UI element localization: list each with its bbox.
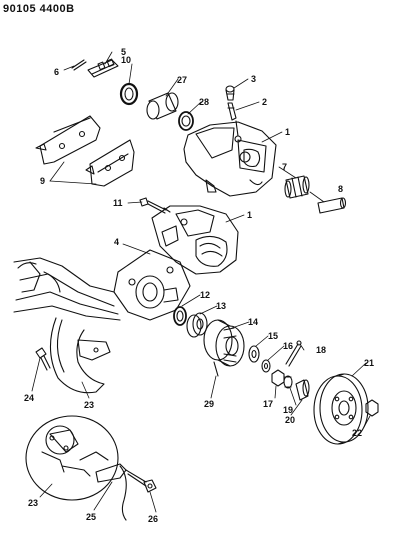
callout-11: 11 (113, 198, 123, 208)
callout-4: 4 (114, 237, 119, 247)
callout-16: 16 (283, 341, 293, 351)
part-14-hub (203, 319, 245, 377)
part-18-cotter (285, 340, 302, 367)
part-24-bolt (35, 347, 51, 371)
part-23-shield (49, 317, 111, 394)
callout-5: 5 (121, 47, 126, 57)
part-26-clip (143, 479, 157, 493)
part-25-cable (95, 463, 147, 521)
part-8-pin (317, 197, 347, 214)
callout-7: 7 (282, 162, 287, 172)
callout-1a: 1 (285, 127, 290, 137)
part-10-seal (119, 82, 139, 106)
callout-23b: 23 (28, 498, 38, 508)
callout-26: 26 (148, 514, 158, 524)
callout-6: 6 (54, 67, 59, 77)
part-12-seal (173, 306, 187, 326)
part-9-pads (35, 115, 135, 187)
callout-17: 17 (263, 399, 273, 409)
part-16-washer (261, 359, 271, 373)
callout-1b: 1 (247, 210, 252, 220)
callout-14: 14 (248, 317, 258, 327)
callout-12: 12 (200, 290, 210, 300)
callout-22: 22 (352, 428, 362, 438)
part-1-caliper-top (183, 120, 277, 197)
part-22-lugnut (365, 399, 379, 417)
part-1-caliper-assembled (151, 205, 239, 275)
part-17-nut (271, 369, 285, 387)
part-19-nutlock (283, 375, 293, 389)
callout-18: 18 (316, 345, 326, 355)
axle-arm (13, 257, 121, 321)
part-27-piston (146, 92, 179, 120)
part-4-adapter (113, 249, 191, 321)
callout-8: 8 (338, 184, 343, 194)
callout-24: 24 (24, 393, 34, 403)
part-23-backing-plate (25, 415, 119, 501)
part-20-cap (295, 379, 310, 401)
part-7-bushing (284, 175, 310, 199)
callout-15: 15 (268, 331, 278, 341)
leader-lines (31, 51, 371, 513)
part-3-bleeder (225, 85, 235, 101)
part-28-seal (178, 111, 194, 131)
part-13-bearing (186, 312, 208, 338)
callout-21: 21 (364, 358, 374, 368)
callout-29: 29 (204, 399, 214, 409)
callout-13: 13 (216, 301, 226, 311)
part-2-fitting (227, 102, 237, 121)
part-15-bearing (248, 345, 260, 363)
diagram-code: 90105 4400B (3, 3, 75, 15)
callout-3: 3 (251, 74, 256, 84)
callout-20: 20 (285, 415, 295, 425)
callout-9: 9 (40, 176, 45, 186)
callout-23a: 23 (84, 400, 94, 410)
callout-labels: 1 1 2 3 4 5 6 7 8 9 10 11 12 13 14 15 16… (24, 47, 374, 524)
part-21-rotor (313, 373, 369, 445)
callout-27: 27 (177, 75, 187, 85)
callout-19: 19 (283, 405, 293, 415)
part-6-pin (71, 59, 87, 71)
part-5-clip (87, 58, 119, 78)
callout-10: 10 (121, 55, 131, 65)
callout-25: 25 (86, 512, 96, 522)
callout-28: 28 (199, 97, 209, 107)
callout-2: 2 (262, 97, 267, 107)
